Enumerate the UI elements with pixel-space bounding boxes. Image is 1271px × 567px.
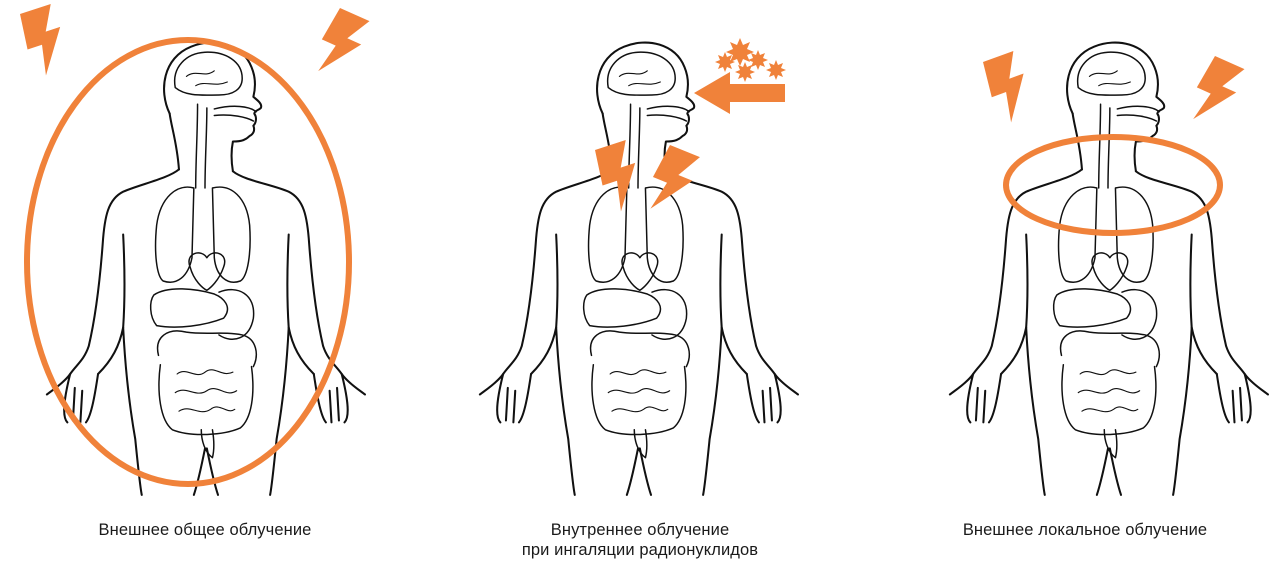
- lightning-bolt-icon: [1184, 54, 1246, 130]
- external-general-illustration: [0, 0, 400, 567]
- lightning-bolt-icon: [309, 6, 371, 82]
- internal-inhalation-illustration: [440, 0, 840, 567]
- lightning-bolt-icon: [16, 3, 73, 78]
- panel-external-local: Внешнее локальное облучение: [895, 0, 1271, 567]
- whole-body-irradiation-ring: [27, 40, 349, 484]
- local-irradiation-ring: [1006, 137, 1220, 233]
- caption-line: Внешнее локальное облучение: [915, 520, 1255, 540]
- panel-internal-inhalation: Внутреннее облучение при ингаляции радио…: [440, 0, 840, 567]
- lightning-bolt-icon: [979, 50, 1037, 125]
- caption-line: Внешнее общее облучение: [40, 520, 370, 540]
- caption-line: при ингаляции радионуклидов: [460, 540, 820, 560]
- caption-internal-inhalation: Внутреннее облучение при ингаляции радио…: [460, 520, 820, 560]
- caption-external-local: Внешнее локальное облучение: [915, 520, 1255, 540]
- external-local-illustration: [895, 0, 1271, 567]
- caption-external-general: Внешнее общее облучение: [40, 520, 370, 540]
- caption-line: Внутреннее облучение: [460, 520, 820, 540]
- panel-external-general: Внешнее общее облучение: [0, 0, 400, 567]
